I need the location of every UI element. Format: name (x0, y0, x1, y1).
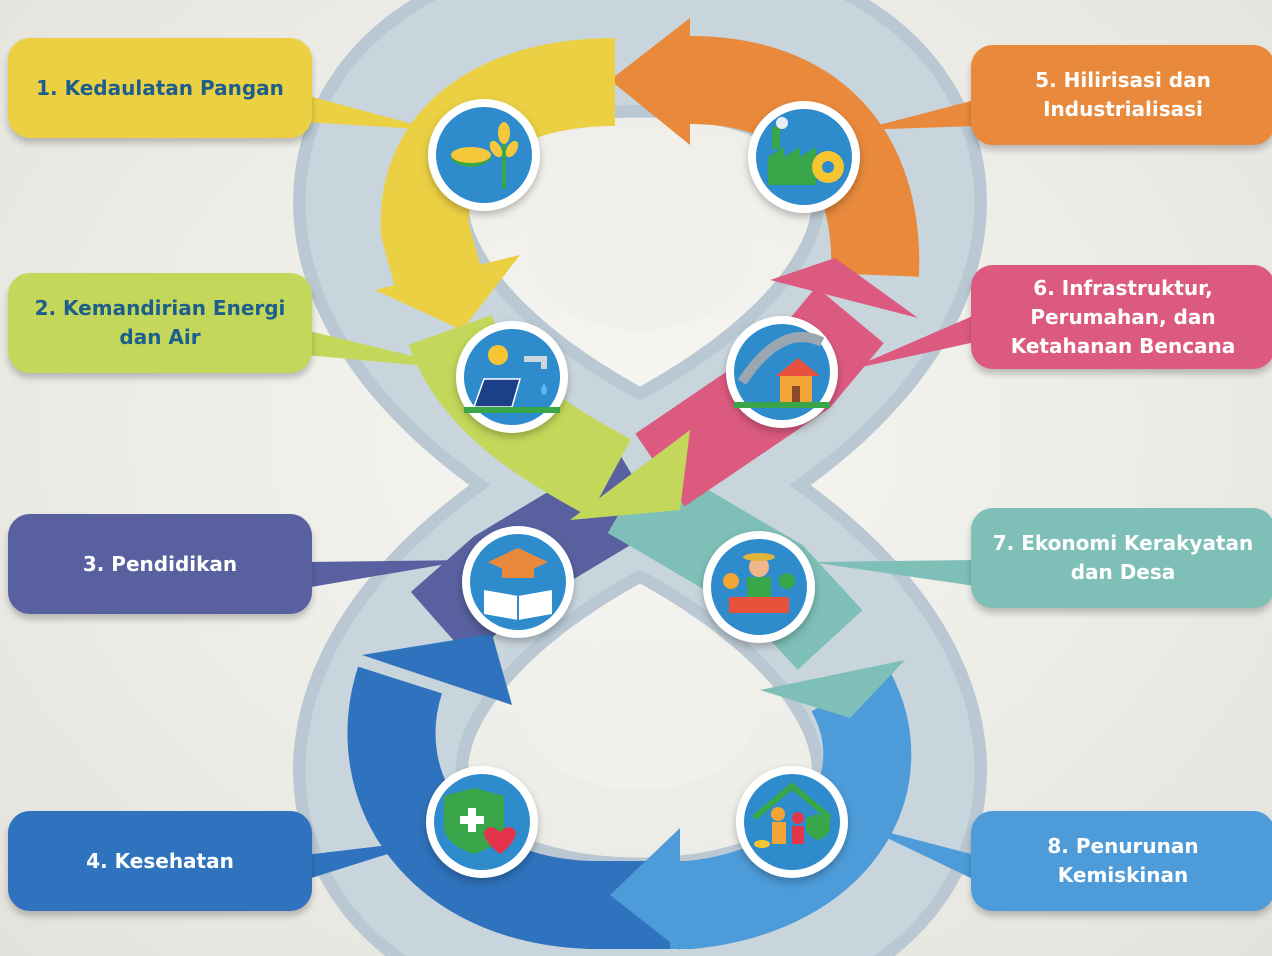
pillar-4-label: 4. Kesehatan (86, 848, 234, 873)
pillar-1-label: 1. Kedaulatan Pangan (36, 75, 284, 100)
factory-gear-icon (748, 101, 860, 213)
rice-bowl-wheat-icon (428, 99, 540, 211)
pillar-2-box: 2. Kemandirian Energi dan Air (8, 273, 312, 373)
pillar-1-box: 1. Kedaulatan Pangan (8, 38, 312, 138)
pillar-6-box: 6. Infrastruktur, Perumahan, dan Ketahan… (971, 265, 1272, 369)
pillar-8-label: 8. Penurunan Kemiskinan (1047, 834, 1199, 887)
health-shield-heart-icon (426, 766, 538, 878)
pillar-5-label: 5. Hilirisasi dan Industrialisasi (1035, 68, 1211, 121)
pillar-8-box: 8. Penurunan Kemiskinan (971, 811, 1272, 911)
pillar-5-box: 5. Hilirisasi dan Industrialisasi (971, 45, 1272, 145)
pillar-3-box: 3. Pendidikan (8, 514, 312, 614)
connector-6 (848, 315, 975, 370)
pillar-2-label: 2. Kemandirian Energi dan Air (34, 296, 286, 349)
connector-8 (860, 825, 975, 880)
pillar-4-box: 4. Kesehatan (8, 811, 312, 911)
pillar-7-label: 7. Ekonomi Kerakyatan dan Desa (992, 531, 1254, 584)
pillar-6-label: 6. Infrastruktur, Perumahan, dan Ketahan… (1010, 275, 1236, 358)
family-home-shield-icon (736, 766, 848, 878)
connector-5 (860, 100, 975, 130)
village-market-people-icon (703, 531, 815, 643)
graduation-cap-book-icon (462, 526, 574, 638)
pillar-7-box: 7. Ekonomi Kerakyatan dan Desa (971, 508, 1272, 608)
solar-panel-water-tap-icon (456, 321, 568, 433)
connector-7 (810, 560, 975, 586)
bridge-house-icon (726, 316, 838, 428)
connector-3 (305, 560, 470, 588)
pillar-3-label: 3. Pendidikan (82, 551, 238, 576)
connector-1 (305, 95, 435, 130)
